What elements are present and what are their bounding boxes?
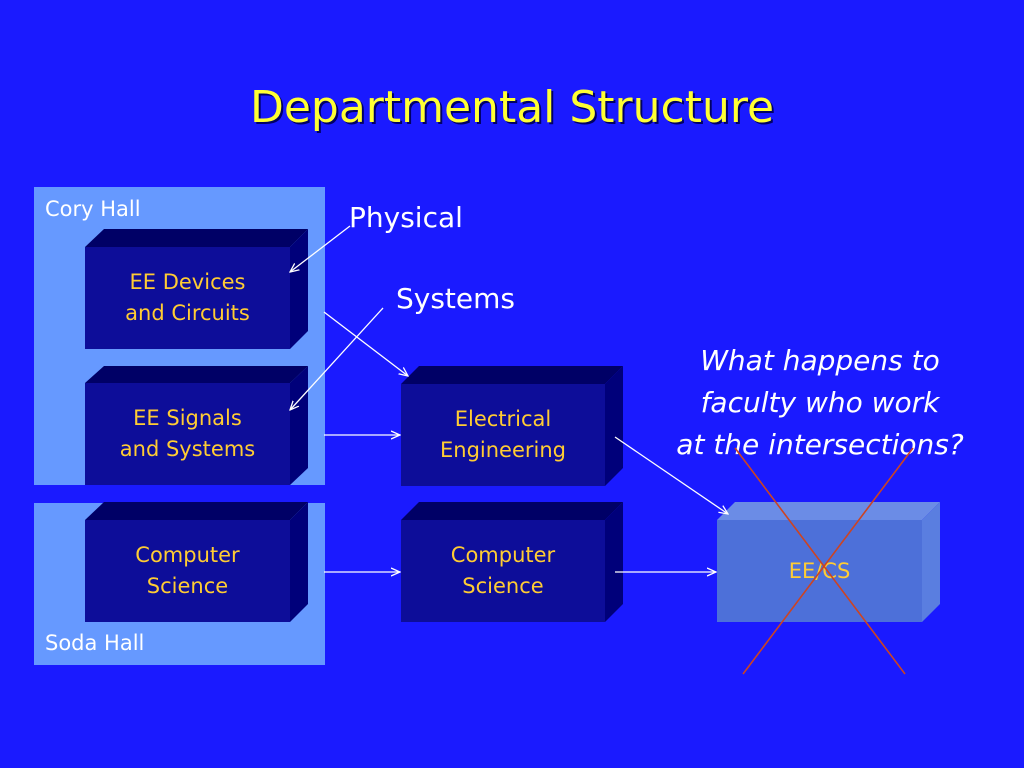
- box-ee-middle-line2: Engineering: [440, 438, 566, 462]
- cross-line-2: [742, 447, 914, 675]
- box-eecs-3d: [717, 502, 940, 622]
- box-cs-middle-3d: [401, 502, 623, 622]
- soda-hall-label: Soda Hall: [45, 631, 145, 655]
- box-ee-devices-line2: and Circuits: [125, 301, 250, 325]
- arrow-ee-to-eecs: [614, 436, 728, 514]
- arrow-devices-to-ee: [323, 311, 408, 376]
- box-eecs-label: EE/CS: [788, 558, 851, 583]
- box-cs-left-3d: [85, 502, 308, 622]
- box-ee-signals: EE Signals and Systems: [85, 383, 290, 485]
- box-cs-left-line1: Computer: [135, 543, 240, 567]
- cross-line-1: [734, 447, 906, 675]
- slide-title: Departmental Structure: [249, 82, 775, 133]
- box-ee-signals-line1: EE Signals: [133, 406, 242, 430]
- box-cs-middle-line1: Computer: [450, 543, 556, 567]
- intersection-question: What happens to faculty who work at the …: [645, 340, 995, 466]
- box-ee-middle-3d: [401, 366, 623, 486]
- question-line3: at the intersections?: [676, 428, 964, 461]
- box-cs-middle-line2: Science: [462, 574, 544, 598]
- arrow-physical-to-devices: [290, 225, 351, 272]
- arrow-systems-to-signals: [290, 307, 384, 410]
- label-systems: Systems: [396, 282, 515, 315]
- box-ee-devices: EE Devices and Circuits: [85, 247, 290, 349]
- box-cs-left-line2: Science: [146, 574, 229, 598]
- question-line1: What happens to: [700, 344, 940, 377]
- label-physical: Physical: [349, 201, 463, 234]
- box-ee-devices-line1: EE Devices: [129, 270, 246, 294]
- box-ee-devices-3d: [85, 229, 308, 349]
- cory-hall-label: Cory Hall: [45, 197, 141, 221]
- box-ee-middle-line1: Electrical: [454, 407, 552, 431]
- question-line2: faculty who work: [700, 386, 940, 419]
- box-ee-signals-line2: and Systems: [119, 437, 256, 461]
